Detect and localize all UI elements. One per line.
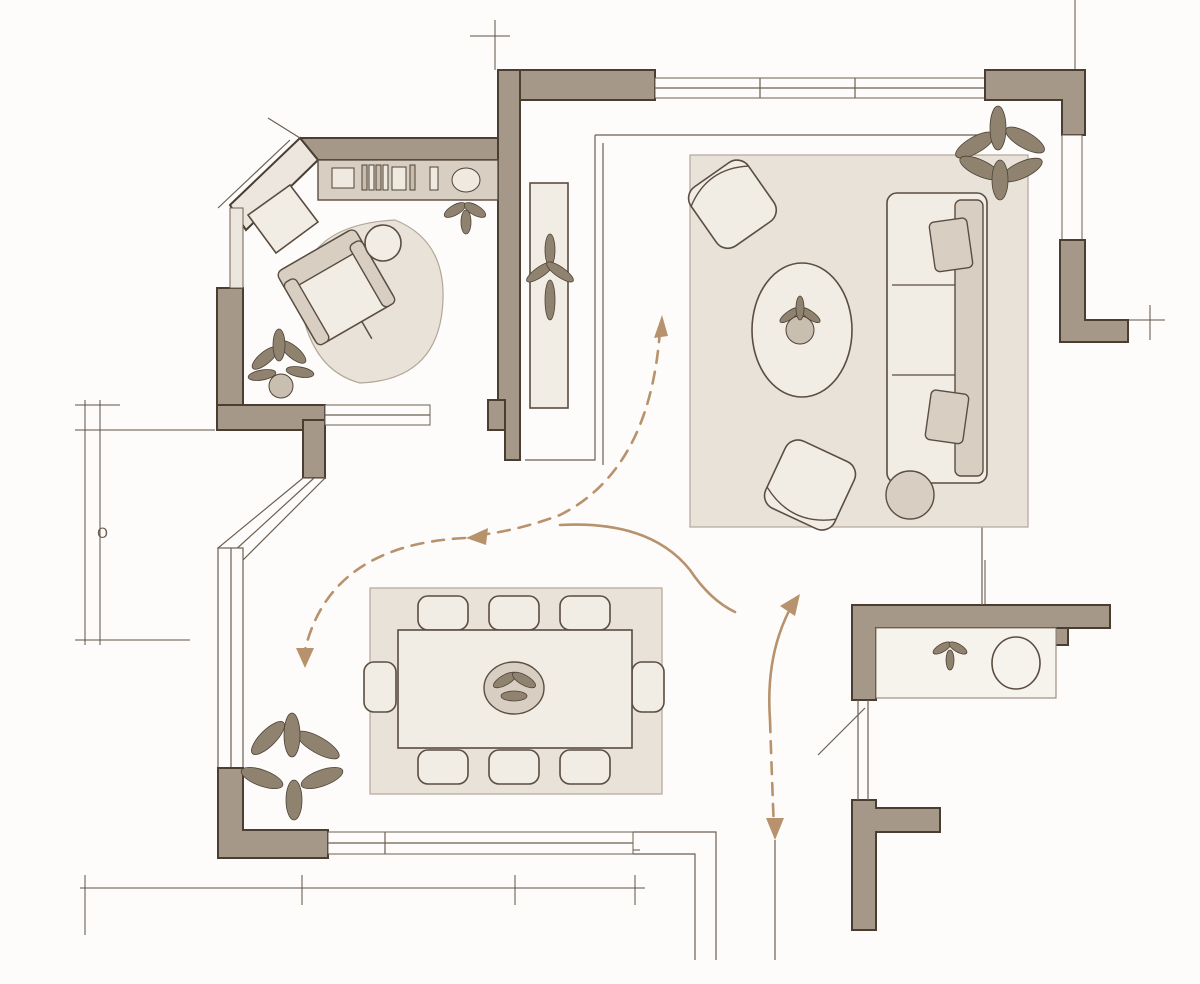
- round-mirror: [991, 636, 1041, 690]
- reading-nook: [246, 159, 499, 399]
- sofa: [886, 192, 988, 484]
- plant-icon: [443, 202, 487, 235]
- circulation-arrows: [296, 315, 800, 960]
- nook-armchair: [277, 229, 396, 346]
- arrow-up-icon: [654, 315, 668, 338]
- dining-area: [240, 587, 665, 821]
- living-area: [687, 105, 1045, 531]
- arrow-left-icon: [466, 528, 488, 545]
- dimension-label: O: [97, 526, 108, 542]
- plant-icon: [247, 328, 315, 399]
- plant-icon: [240, 712, 344, 821]
- arrow-up-icon: [780, 594, 800, 616]
- dining-chairs: [363, 595, 665, 785]
- cabinet: [246, 183, 320, 255]
- arrow-down-icon: [296, 648, 314, 668]
- books: [331, 164, 481, 193]
- plant-icon: [955, 105, 1045, 201]
- console-table: [526, 182, 574, 409]
- plant-icon: [932, 641, 968, 671]
- living-armchair: [687, 159, 778, 250]
- walls: [216, 69, 1129, 960]
- centerpiece-bowl: [483, 661, 545, 715]
- living-armchair: [763, 439, 857, 531]
- dimension-lines: [75, 0, 1165, 935]
- arrow-down-icon: [766, 818, 784, 840]
- side-table: [885, 470, 935, 520]
- side-table: [364, 224, 402, 262]
- entry-area: [875, 627, 1057, 699]
- plant-icon: [779, 295, 821, 345]
